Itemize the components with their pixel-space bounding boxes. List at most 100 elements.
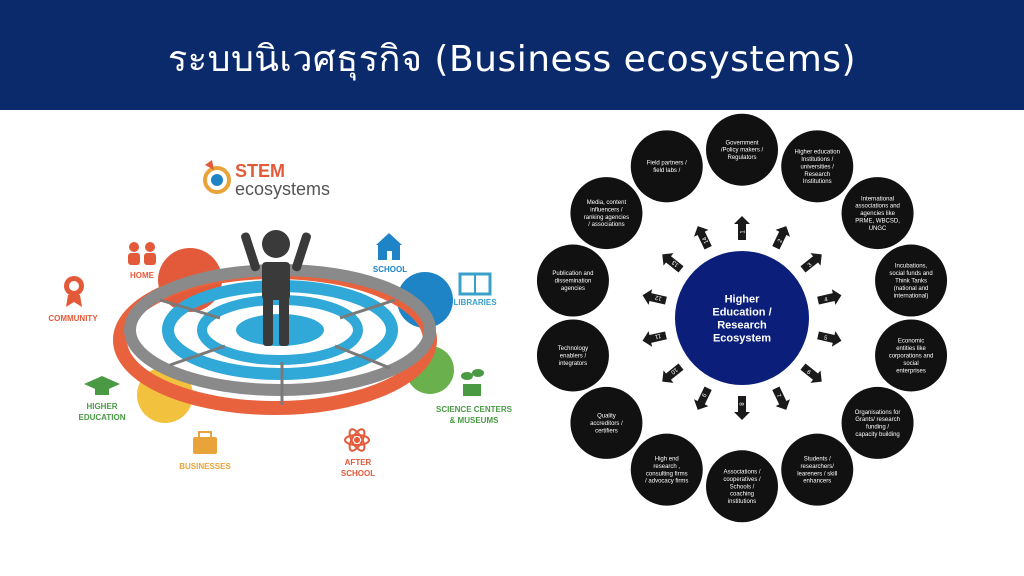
hub-arrow-number: 2 <box>777 238 784 244</box>
hub-arrow-14: 14 <box>694 226 712 250</box>
hub-arrow-3: 3 <box>800 253 822 273</box>
hub-node-line: field labs / <box>653 168 680 174</box>
hub-node-line: enhancers <box>803 479 831 485</box>
hub-node-line: influencers / <box>590 207 623 213</box>
hub-node-line: agencies <box>561 286 585 292</box>
hub-arrow-12: 12 <box>642 289 667 305</box>
hub-node-line: Institutions <box>803 179 832 185</box>
hub-node-5 <box>875 319 948 392</box>
hub-arrow-6: 6 <box>800 363 822 383</box>
hub-node-line: agencies like <box>860 211 895 217</box>
stem-label-community: COMMUNITY <box>48 314 98 323</box>
stem-label-libraries: LIBRARIES <box>453 298 497 307</box>
hub-node-line: researchers/ <box>801 464 835 470</box>
hub-node-label: Field partners /field labs / <box>647 161 687 174</box>
hub-node-line: research , <box>653 464 680 470</box>
plant-icon <box>461 369 484 396</box>
stem-label-line: SCIENCE CENTERS <box>436 405 513 414</box>
hub-arrow-number: 11 <box>653 332 661 339</box>
person-figure-icon <box>241 230 311 346</box>
hub-arrow-4: 4 <box>817 289 842 305</box>
title-bar <box>0 0 1024 110</box>
stem-label-line: SCHOOL <box>341 469 375 478</box>
stem-label-group: HOME SCHOOL LIBRARIES COMMUNITY HIGHER EDUCAT… <box>48 265 512 478</box>
stem-label-line: EDUCATION <box>79 413 126 422</box>
hub-node-7 <box>781 433 854 506</box>
graduation-cap-icon <box>84 376 120 395</box>
hub-node-line: Technology <box>558 346 588 352</box>
hub-arrow-number: 6 <box>805 369 812 376</box>
hub-node-line: entities like <box>896 346 926 352</box>
hub-node-line: coaching <box>730 492 754 498</box>
hub-node-line: / advocacy firms <box>645 479 688 485</box>
hub-node-13 <box>570 177 643 250</box>
slide-title: ระบบนิเวศธุรกิจ (Business ecosystems) <box>167 39 857 80</box>
hub-node-4 <box>875 244 948 317</box>
hub-arrow-number: 9 <box>700 392 707 398</box>
logo-dot-icon <box>211 174 223 186</box>
hub-node-3 <box>841 177 914 250</box>
hub-node-line: corporations and <box>889 353 934 359</box>
hub-node-line: enterprises <box>896 368 926 374</box>
hub-arrow-10: 10 <box>662 363 684 383</box>
hub-node-label: Associations /cooperatives /Schools /coa… <box>723 470 761 506</box>
stem-label-home: HOME <box>130 271 155 280</box>
stem-label-line: COMMUNITY <box>48 314 98 323</box>
hub-node-line: consulting firms <box>646 471 688 477</box>
hub-arrow-11: 11 <box>642 331 667 347</box>
hub-node-9 <box>630 433 703 506</box>
hub-node-14 <box>630 130 703 203</box>
hub-center-circle <box>675 251 809 385</box>
hub-arrow-8: 8 <box>734 396 750 420</box>
hub-node-line: capacity building <box>855 432 899 438</box>
hub-arrow-number: 3 <box>807 262 814 269</box>
arrow-shape <box>772 386 790 410</box>
hub-node-line: PRME, WBCSD, <box>855 218 900 224</box>
stem-label-businesses: BUSINESSES <box>179 462 231 471</box>
hub-node-line: Economic <box>898 339 924 345</box>
hub-center-line: Higher <box>725 294 761 306</box>
hub-node-10 <box>570 386 643 459</box>
hub-arrow-2: 2 <box>772 226 790 250</box>
briefcase-icon <box>193 431 217 454</box>
logo-ecosystems-text: ecosystems <box>235 179 330 199</box>
arrow-shape <box>694 386 712 410</box>
stem-label-line: BUSINESSES <box>179 462 231 471</box>
hub-node-line: dissemination <box>555 279 592 285</box>
hub-arrow-number: 7 <box>775 393 782 399</box>
stem-label-line: HOME <box>130 271 155 280</box>
hub-node-line: Media, content <box>587 200 627 206</box>
arrow-shape <box>734 216 750 240</box>
hub-nodes: Government/Policy makers /RegulatorsHigh… <box>536 113 948 523</box>
hub-center-line: Research <box>717 320 767 332</box>
hub-arrow-number: 4 <box>824 297 829 304</box>
hub-center-line: Ecosystem <box>713 333 771 345</box>
hub-arrow-number: 8 <box>738 402 744 406</box>
hub-node-line: Students / <box>804 457 831 463</box>
hub-node-line: Institutions / <box>801 157 833 163</box>
hub-arrow-5: 5 <box>817 331 842 347</box>
logo-ring-icon <box>203 166 231 194</box>
arrow-shape <box>800 363 822 383</box>
hub-node-11 <box>536 319 609 392</box>
hub-node-12 <box>536 244 609 317</box>
hub-arrow-13: 13 <box>662 253 684 273</box>
arrow-shape <box>642 331 667 347</box>
stem-logo: STEM ecosystems <box>203 160 330 199</box>
stem-label-line: HIGHER <box>86 402 117 411</box>
hub-node-line: ranking agencies <box>584 215 629 221</box>
hub-node-line: Publication and <box>552 271 593 277</box>
hub-node-line: associations and <box>855 204 900 210</box>
arrow-shape <box>734 396 750 420</box>
